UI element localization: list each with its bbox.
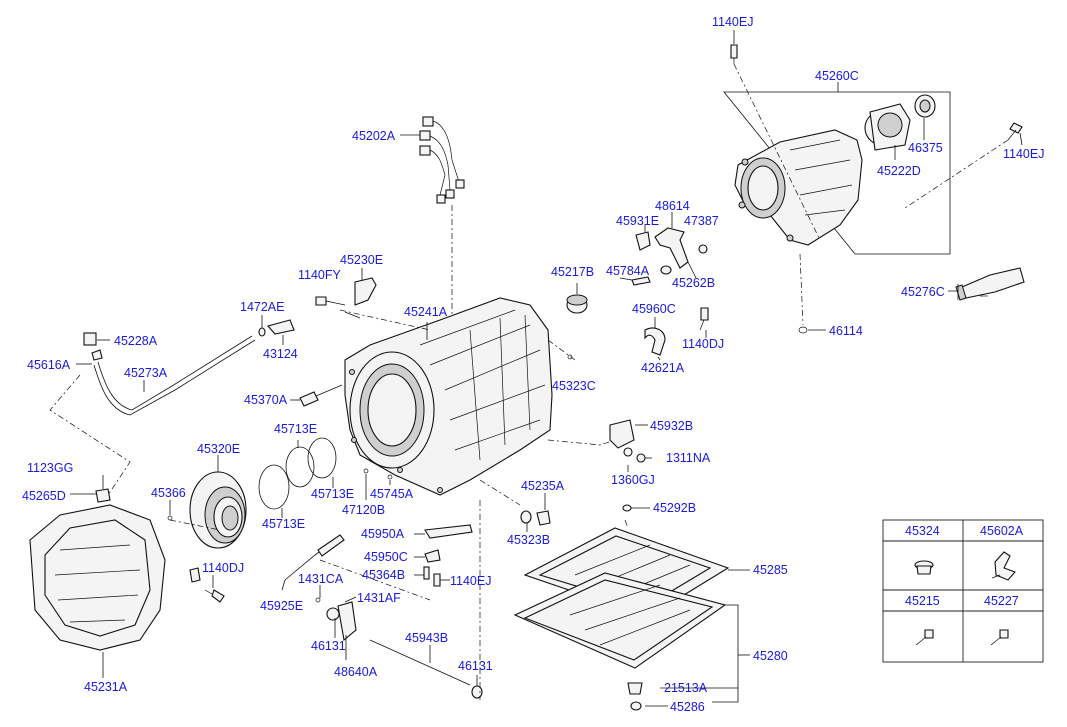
part-label: 45713E [274,422,317,436]
part-label: 45222D [877,164,921,178]
legend-labels: 45324 45602A 45215 45227 [905,524,1024,608]
wiring-harness [400,116,465,330]
converter-housing [29,475,221,678]
part-label: 45241A [404,305,448,319]
part-label: 42621A [641,361,685,375]
part-labels: 1140EJ 45260C 46375 1140EJ 45222D 45202A… [22,15,1044,714]
part-label: 45931E [616,214,659,228]
part-label: 45286 [670,700,705,714]
part-label: 1431AF [357,591,401,605]
part-label: 1140EJ [712,15,753,29]
part-label: 45745A [370,487,414,501]
legend-cell-label: 45227 [984,594,1019,608]
upper-middle-small-parts [566,212,709,361]
part-label: 45276C [901,285,945,299]
part-label: 45202A [352,129,396,143]
part-label: 45273A [124,366,168,380]
o-rings [258,437,393,518]
bolt-icon [990,629,1009,646]
part-label: 21513A [664,681,708,695]
part-label: 45262B [672,276,715,290]
part-label: 45932B [650,419,693,433]
part-label: 43124 [263,347,298,361]
part-label: 1360GJ [611,473,655,487]
part-label: 45616A [27,358,71,372]
part-label: 45230E [340,253,383,267]
part-label: 45231A [84,680,128,694]
transmission-case [344,297,616,506]
part-label: 1140FY [298,268,342,282]
oil-filter-and-pan [513,519,750,711]
upper-left-bracket-group [258,268,431,345]
part-label: 1472AE [240,300,284,314]
part-label: 45320E [197,442,240,456]
part-label: 45265D [22,489,66,503]
part-label: 1431CA [298,572,344,586]
part-label: 45280 [753,649,788,663]
part-label: 45370A [244,393,288,407]
part-label: 45960C [632,302,676,316]
part-label: 45235A [521,479,565,493]
oil-pump [167,455,247,549]
sealant-tube [948,267,1025,301]
legend-table [882,519,1044,663]
part-label: 45943B [405,631,448,645]
legend-cell-label: 45215 [905,594,940,608]
part-label: 48640A [334,665,378,679]
part-label: 46375 [908,141,943,155]
part-label: 1140EJ [450,574,491,588]
part-label: 45925E [260,599,303,613]
part-label: 45260C [815,69,859,83]
part-label: 45228A [114,334,158,348]
part-label: 45285 [753,563,788,577]
part-label: 1123GG [27,461,73,475]
legend-cell-label: 45602A [980,524,1024,538]
lower-left-fasteners [189,567,225,603]
part-label: 47387 [684,214,719,228]
part-label: 45364B [362,568,405,582]
right-middle-small-parts [520,419,652,532]
bolt-icon [915,629,934,646]
part-label: 45323B [507,533,550,547]
legend-cell-label: 45324 [905,524,940,538]
part-label: 45366 [151,486,186,500]
extension-housing-group [723,30,1023,334]
part-label: 45713E [311,487,354,501]
manual-shaft-linkage [281,500,483,700]
case-bolt-45370a [290,384,343,407]
part-label: 45950C [364,550,408,564]
part-label: 45950A [361,527,405,541]
bracket-icon [991,551,1016,581]
part-label: 45217B [551,265,594,279]
part-label: 47120B [342,503,385,517]
part-label: 1311NA [666,451,711,465]
part-label: 46131 [458,659,493,673]
part-label: 1140DJ [202,561,244,575]
plug-icon [914,560,934,575]
part-label: 45292B [653,501,696,515]
dipstick-tube [49,332,256,496]
part-label: 48614 [655,199,690,213]
part-label: 46114 [829,324,863,338]
part-label: 45713E [262,517,305,531]
part-label: 1140DJ [682,337,724,351]
part-label: 45323C [552,379,596,393]
part-label: 46131 [311,639,346,653]
part-label: 45784A [606,264,650,278]
part-label: 1140EJ [1003,147,1044,161]
